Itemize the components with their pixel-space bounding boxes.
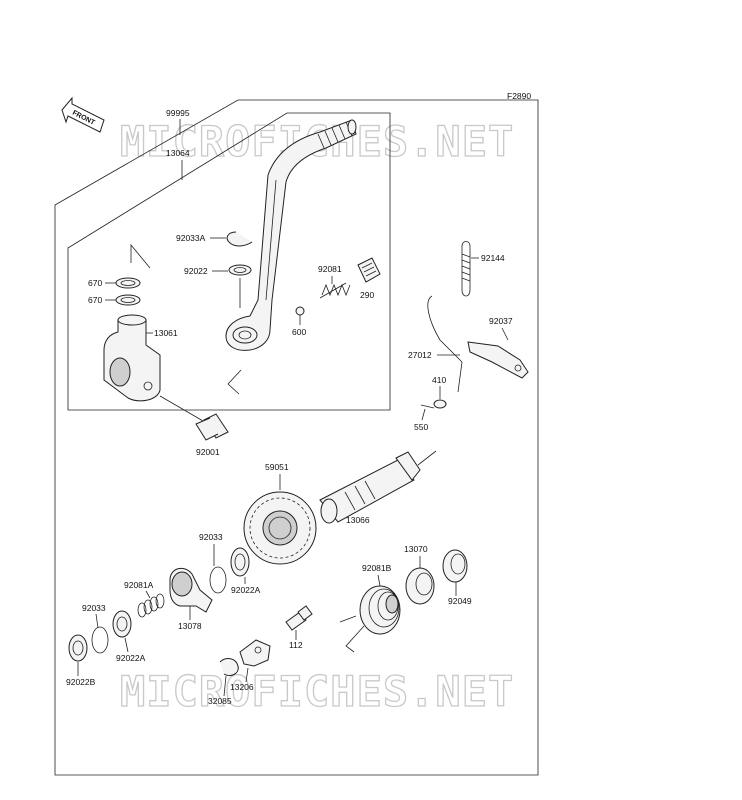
circlip-92033-mid: [209, 566, 227, 594]
label-670-a: 670: [88, 278, 102, 288]
label-670-b: 670: [88, 295, 102, 305]
bolt-112: [285, 605, 313, 631]
outer-frame: [54, 99, 539, 776]
spring-92081-top: [319, 282, 351, 299]
label-32085: 32085: [208, 696, 232, 706]
label-13206: 13206: [230, 682, 254, 692]
kick-spring-92081b: [339, 585, 401, 653]
label-92033-low: 92033: [82, 603, 106, 613]
washer-92022a-mid: [230, 547, 250, 577]
kick-pedal-lever: [225, 119, 357, 351]
washer-92022a-low: [112, 610, 132, 638]
label-92081b: 92081B: [362, 563, 392, 573]
label-27012: 27012: [408, 350, 432, 360]
label-92022a-mid: 92022A: [231, 585, 261, 595]
circlip-92033-low: [91, 626, 109, 654]
label-550: 550: [414, 422, 428, 432]
label-92022-top: 92022: [184, 266, 208, 276]
washer-92022-top: [228, 264, 252, 276]
label-92033a: 92033A: [176, 233, 206, 243]
plate-92037: [467, 341, 529, 379]
label-13066: 13066: [346, 515, 370, 525]
label-600: 600: [292, 327, 306, 337]
label-13070: 13070: [404, 544, 428, 554]
clip-32085: [219, 658, 239, 677]
label-59051: 59051: [265, 462, 289, 472]
spring-92081a: [137, 593, 165, 618]
label-410: 410: [432, 375, 446, 385]
plate-13206: [239, 639, 271, 667]
label-112: 112: [289, 640, 303, 650]
watermark-bottom: MICROFICHES.NET: [120, 667, 514, 716]
inner-frame: [67, 112, 391, 411]
seal-92049: [442, 549, 468, 583]
label-13078: 13078: [178, 621, 202, 631]
oring-670-b: [115, 294, 141, 306]
label-13064: 13064: [166, 148, 190, 158]
label-92049: 92049: [448, 596, 472, 606]
label-92081a: 92081A: [124, 580, 154, 590]
label-92037: 92037: [489, 316, 513, 326]
ball-600: [295, 306, 305, 316]
label-92022b: 92022B: [66, 677, 96, 687]
bolt-92001: [195, 413, 229, 441]
clip-92033a: [226, 231, 253, 247]
pin-550: [420, 404, 435, 409]
shaft-13066: [319, 450, 437, 524]
gear-59051: [243, 491, 317, 565]
guide-13070: [405, 567, 435, 605]
label-13061: 13061: [154, 328, 178, 338]
label-99995: 99995: [166, 108, 190, 118]
label-290: 290: [360, 290, 374, 300]
label-92001: 92001: [196, 447, 220, 457]
rod-27012: [427, 295, 463, 393]
label-92033-mid: 92033: [199, 532, 223, 542]
kick-boss-13061: [103, 314, 161, 402]
washer-92022b: [68, 634, 88, 662]
label-92144: 92144: [481, 253, 505, 263]
oring-670-a: [115, 277, 141, 289]
figure-code: F2890: [507, 91, 531, 101]
front-arrow-icon: FRONT: [61, 96, 105, 133]
spring-92144: [461, 241, 471, 297]
ratchet-13078: [169, 567, 213, 613]
plunger-290: [357, 257, 381, 283]
label-92022a-low: 92022A: [116, 653, 146, 663]
label-92081-top: 92081: [318, 264, 342, 274]
washer-410: [433, 399, 447, 409]
